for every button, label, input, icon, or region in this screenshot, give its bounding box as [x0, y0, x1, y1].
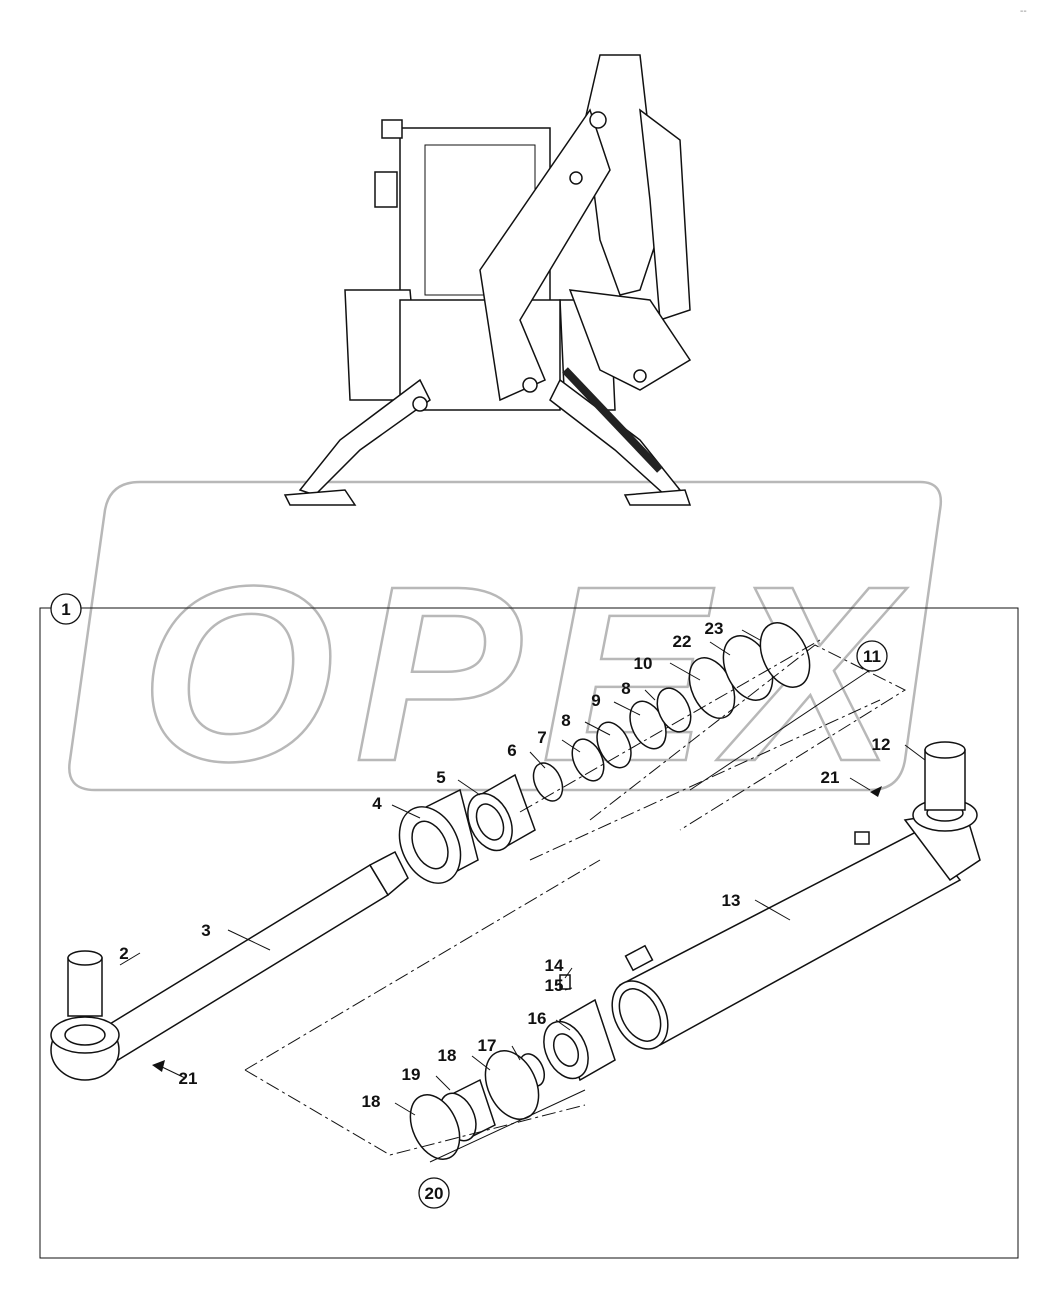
leader-line — [904, 744, 926, 761]
leader-line — [584, 721, 611, 736]
seal-ring — [532, 762, 564, 802]
leader-line — [435, 1075, 451, 1091]
callout-circle — [856, 640, 888, 672]
backhoe-illustration — [283, 54, 692, 506]
seal-ring — [571, 738, 605, 782]
callout-16: 16 — [528, 1009, 547, 1028]
leader-line — [159, 1065, 186, 1079]
cylinder-barrel — [611, 741, 981, 1050]
seal-rings — [532, 622, 811, 802]
callout-7: 7 — [537, 728, 546, 747]
callout-circle — [418, 1177, 450, 1209]
leader-line — [394, 1102, 416, 1116]
seal-ring — [656, 687, 692, 733]
callout-10: 10 — [634, 654, 653, 673]
callout-20: 20 — [425, 1184, 444, 1203]
leader-line — [529, 751, 546, 769]
callout-5: 5 — [436, 768, 445, 787]
callout-18: 18 — [362, 1092, 381, 1111]
leader-line — [741, 629, 761, 641]
callout-21: 21 — [179, 1069, 198, 1088]
gland — [398, 788, 479, 884]
leader-line — [564, 987, 573, 991]
piston-lower — [409, 974, 616, 1160]
callout-19: 19 — [402, 1065, 421, 1084]
callout-2: 2 — [119, 944, 128, 963]
leader-line — [849, 777, 871, 791]
leader-line — [613, 701, 641, 716]
piston — [467, 773, 536, 852]
leader-line — [709, 641, 731, 656]
leader-line — [227, 929, 271, 951]
kit-bracket — [429, 669, 871, 1163]
leader-line — [471, 1055, 491, 1071]
callout-4: 4 — [372, 794, 382, 813]
leader-line — [555, 1019, 571, 1031]
callout-8: 8 — [561, 711, 570, 730]
leader-line — [644, 689, 656, 701]
leader-line — [669, 662, 701, 681]
callout-1: 1 — [61, 600, 70, 619]
arrow-icon — [152, 1060, 165, 1072]
watermark-logo: OPEX — [68, 480, 943, 814]
seal-ring — [596, 721, 632, 769]
callout-21: 21 — [821, 768, 840, 787]
leader-line — [564, 967, 573, 979]
leader-line — [457, 779, 481, 796]
callout-14: 14 — [545, 956, 564, 975]
seal-ring — [759, 622, 811, 688]
kit-outline — [244, 859, 601, 1156]
arrow-icon — [870, 786, 882, 797]
corner-mark: -- — [1020, 6, 1027, 17]
assembly-frame — [39, 607, 1019, 1259]
leader-line — [754, 899, 791, 921]
callout-9: 9 — [591, 691, 600, 710]
callout-22: 22 — [673, 632, 692, 651]
leader-line — [119, 952, 141, 966]
callout-23: 23 — [705, 619, 724, 638]
callout-18: 18 — [438, 1046, 457, 1065]
callout-17: 17 — [478, 1036, 497, 1055]
callout-12: 12 — [872, 735, 891, 754]
axis-line — [519, 639, 821, 813]
callout-8: 8 — [621, 679, 630, 698]
axis-line — [529, 699, 881, 861]
callouts: 2345678981022231221131415161718191821111… — [50, 593, 926, 1209]
piston-rod — [50, 850, 409, 1081]
callout-13: 13 — [722, 891, 741, 910]
callout-15: 15 — [545, 976, 564, 995]
leader-line — [511, 1045, 521, 1061]
kit-outline — [589, 644, 907, 831]
callout-6: 6 — [507, 741, 516, 760]
callout-3: 3 — [201, 921, 210, 940]
callout-11: 11 — [863, 647, 881, 666]
callout-circle — [50, 593, 82, 625]
leader-line — [391, 804, 421, 819]
leader-line — [561, 739, 581, 753]
